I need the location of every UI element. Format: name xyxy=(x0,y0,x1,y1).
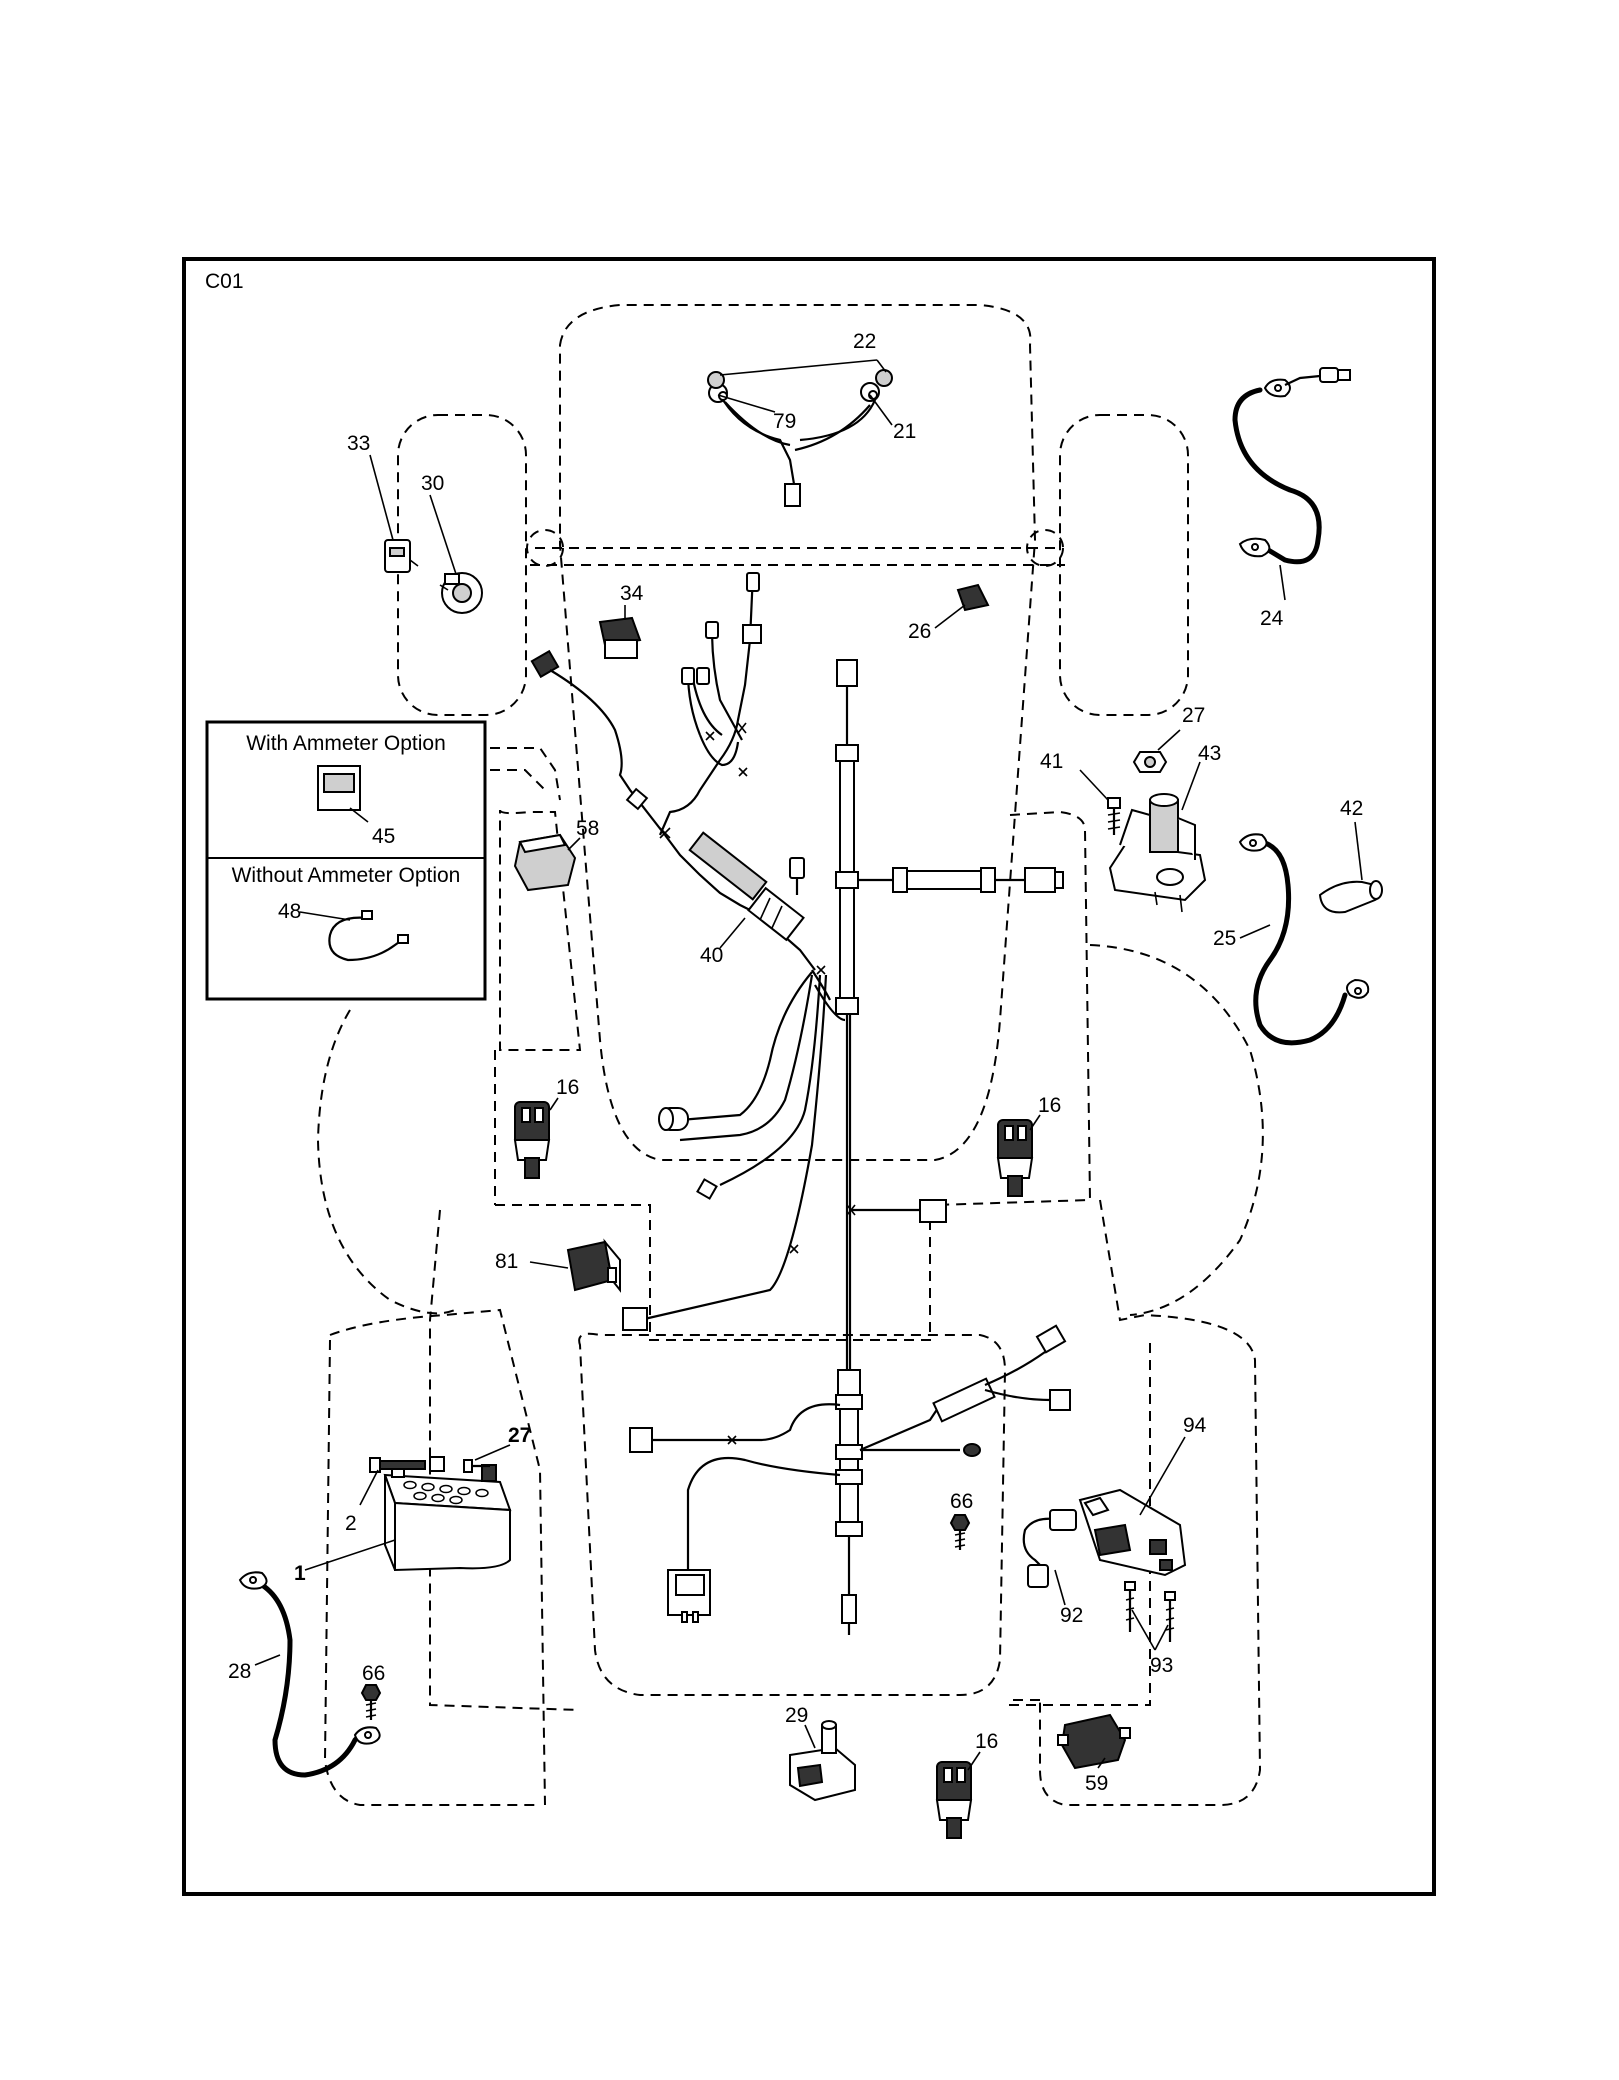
pto-switch-part xyxy=(1078,1488,1187,1577)
callout-94: 94 xyxy=(1183,1414,1207,1437)
callout-45: 45 xyxy=(372,825,395,848)
callout-66-right: 66 xyxy=(950,1490,973,1513)
terminal-boot-part xyxy=(1318,880,1383,914)
solenoid-nut-part xyxy=(1132,751,1168,773)
callout-42: 42 xyxy=(1340,797,1363,820)
seat-switch-left-part xyxy=(513,1101,551,1179)
callout-79: 79 xyxy=(773,410,796,433)
brake-switch-part xyxy=(789,1720,856,1802)
pto-screws-part xyxy=(1124,1581,1176,1642)
cable-ties xyxy=(659,722,856,1254)
module-59-part xyxy=(1057,1713,1131,1770)
callout-41: 41 xyxy=(1040,750,1063,773)
callout-26: 26 xyxy=(908,620,931,643)
callout-25: 25 xyxy=(1213,927,1236,950)
callout-16-right: 16 xyxy=(1038,1094,1061,1117)
callout-58: 58 xyxy=(576,817,599,840)
solenoid-bolt-part xyxy=(1107,797,1121,835)
battery-cable-25 xyxy=(1238,833,1370,1046)
callout-34: 34 xyxy=(620,582,644,605)
callout-93: 93 xyxy=(1150,1654,1173,1677)
seat-switch-bottom-part xyxy=(935,1761,973,1839)
callout-16-left: 16 xyxy=(556,1076,579,1099)
callout-30: 30 xyxy=(421,472,444,495)
callout-43: 43 xyxy=(1198,742,1221,765)
callout-59: 59 xyxy=(1085,1772,1108,1795)
callout-2: 2 xyxy=(345,1512,357,1535)
callout-27-battery: 27 xyxy=(508,1424,531,1447)
diagram-border xyxy=(182,257,1436,1896)
callout-40: 40 xyxy=(700,944,723,967)
ground-cable-24 xyxy=(1232,367,1351,565)
fuse-part xyxy=(956,583,990,612)
screw-66-right-part xyxy=(949,1514,971,1550)
rear-wiring-harness xyxy=(629,1324,1071,1635)
headlight-harness xyxy=(707,359,893,507)
callout-66-left: 66 xyxy=(362,1662,385,1685)
callout-28: 28 xyxy=(228,1660,251,1683)
battery-part xyxy=(383,1464,512,1572)
callout-27-top: 27 xyxy=(1182,704,1205,727)
ammeter-option-box: With Ammeter Option Without Ammeter Opti… xyxy=(205,720,487,1001)
callout-16-bottom: 16 xyxy=(975,1730,998,1753)
screw-66-left-part xyxy=(360,1684,382,1720)
jumper-wire-part xyxy=(328,910,409,962)
callout-24: 24 xyxy=(1260,607,1284,630)
ammeter-part xyxy=(317,765,369,823)
callout-1: 1 xyxy=(294,1562,306,1585)
pto-harness-part xyxy=(1022,1509,1077,1588)
module-58-part xyxy=(513,833,577,892)
callout-81: 81 xyxy=(495,1250,518,1273)
battery-nut-part xyxy=(429,1456,490,1473)
ignition-switch-part xyxy=(439,572,483,614)
callout-48: 48 xyxy=(278,900,301,923)
body-outlines xyxy=(316,304,1264,1806)
section-code: C01 xyxy=(205,270,244,293)
main-wiring-harness xyxy=(530,572,1064,1370)
relay-part xyxy=(566,1238,621,1293)
battery-cable-28 xyxy=(238,1571,381,1778)
callout-29: 29 xyxy=(785,1704,808,1727)
without-ammeter-label: Without Ammeter Option xyxy=(232,864,461,887)
callout-92: 92 xyxy=(1060,1604,1083,1627)
callout-21: 21 xyxy=(893,420,916,443)
callout-33: 33 xyxy=(347,432,370,455)
seat-switch-right-part xyxy=(996,1119,1034,1197)
battery-bolt-part xyxy=(369,1457,426,1473)
ignition-key-part xyxy=(384,539,419,573)
callout-22: 22 xyxy=(853,330,876,353)
headlight-switch-part xyxy=(598,616,642,659)
with-ammeter-label: With Ammeter Option xyxy=(246,732,446,755)
starter-solenoid-part xyxy=(1108,793,1207,913)
